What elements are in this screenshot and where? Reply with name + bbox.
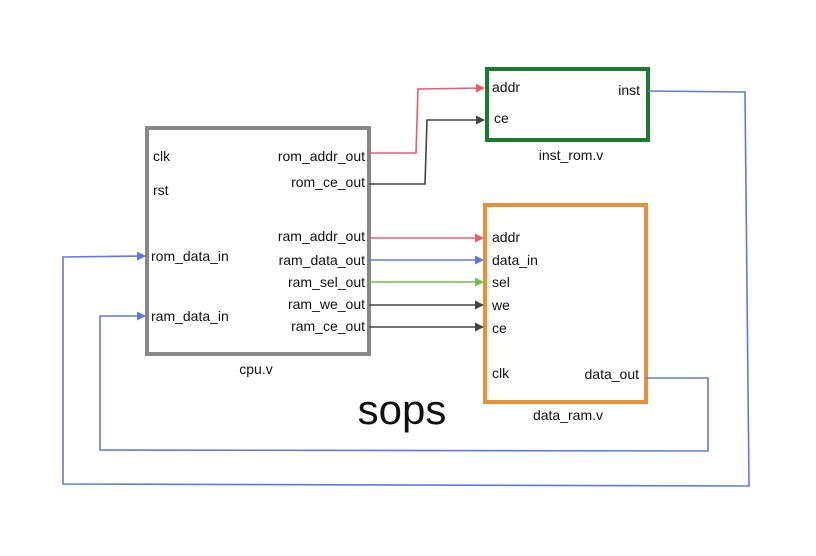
wire-rom-ce	[369, 115, 485, 185]
cpu-port-rom-ce-out: rom_ce_out	[291, 174, 365, 190]
cpu-port-clk: clk	[153, 148, 171, 164]
cpu-block	[145, 126, 371, 356]
wire-data-out-feedback	[99, 311, 709, 452]
cpu-port-ram-sel-out: ram_sel_out	[288, 274, 365, 290]
cpu-port-rst: rst	[153, 182, 169, 198]
data-ram-block	[483, 203, 648, 404]
cpu-port-ram-ce-out: ram_ce_out	[291, 318, 365, 334]
rom-caption: inst_rom.v	[539, 147, 604, 163]
ram-port-addr: addr	[492, 229, 520, 245]
rom-port-ce: ce	[494, 110, 509, 126]
ram-caption: data_ram.v	[533, 407, 603, 423]
cpu-caption: cpu.v	[239, 361, 272, 377]
cpu-port-rom-addr-out: rom_addr_out	[278, 148, 365, 164]
ram-port-we: we	[491, 297, 510, 313]
rom-port-inst: inst	[618, 82, 640, 98]
wire-rom-addr	[369, 83, 485, 154]
ram-port-sel: sel	[492, 274, 510, 290]
wire-inst-feedback	[62, 90, 750, 487]
cpu-port-ram-addr-out: ram_addr_out	[278, 228, 365, 244]
ram-port-ce: ce	[492, 320, 507, 336]
ram-port-clk: clk	[492, 365, 510, 381]
cpu-port-ram-data-in: ram_data_in	[151, 308, 229, 324]
watermark-text: sops	[358, 386, 447, 433]
ram-port-data-out: data_out	[585, 366, 640, 382]
cpu-port-ram-we-out: ram_we_out	[288, 296, 365, 312]
rom-port-addr: addr	[492, 79, 520, 95]
inst-rom-block	[485, 67, 650, 142]
ram-port-data-in: data_in	[492, 252, 538, 268]
cpu-port-rom-data-in: rom_data_in	[151, 248, 229, 264]
cpu-port-ram-data-out: ram_data_out	[279, 252, 366, 268]
